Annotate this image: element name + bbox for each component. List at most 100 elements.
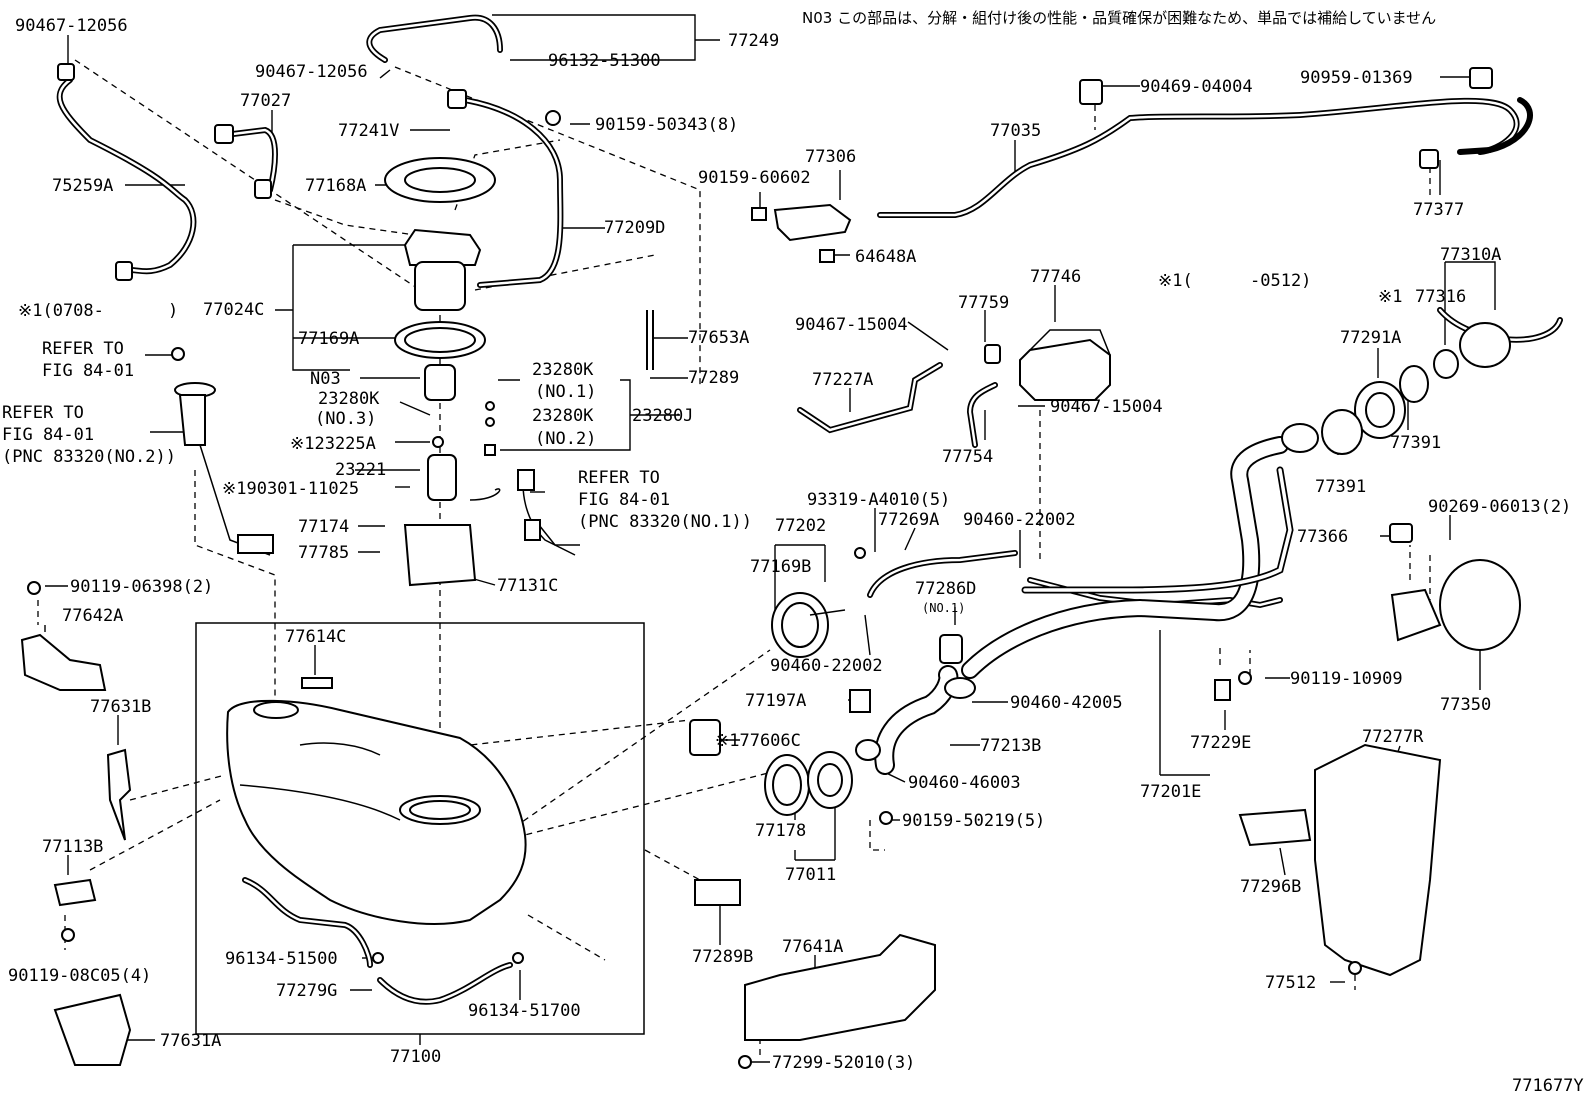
label-64648a: 64648A: [855, 247, 916, 267]
label-90159-60602: 90159-60602: [698, 168, 811, 188]
label-77209d: 77209D: [604, 218, 665, 238]
label-23280k-no1: 23280K: [532, 360, 594, 380]
label-note1-0512-start: ※1(: [1158, 271, 1193, 291]
label-23280k-no2: 23280K: [532, 406, 594, 426]
label-77213b: 77213B: [980, 736, 1041, 756]
label-77296b: 77296B: [1240, 877, 1301, 897]
label-77316-note-mark: ※1: [1378, 287, 1402, 307]
components: [20, 63, 1521, 1069]
refer-fig84-a-line2: FIG 84-01: [42, 361, 134, 381]
refer-fig84-b-line3: (PNC 83320(NO.2)): [2, 447, 176, 467]
label-77202: 77202: [775, 516, 826, 536]
label-77286d-qualifier: (NO.1): [922, 601, 965, 615]
dashed-leaders: [37, 59, 1431, 1060]
label-77035: 77035: [990, 121, 1041, 141]
label-77641a: 77641A: [782, 937, 843, 957]
label-77316: 77316: [1415, 287, 1466, 307]
label-77746: 77746: [1030, 267, 1081, 287]
label-note1-0708-start: ※1(0708-: [18, 301, 104, 321]
label-77291a: 77291A: [1340, 328, 1401, 348]
label-n03: N03: [310, 369, 341, 389]
label-23221: 23221: [335, 460, 386, 480]
label-77606c: ※177606C: [715, 731, 801, 751]
label-77131c: 77131C: [497, 576, 558, 596]
label-77785: 77785: [298, 543, 349, 563]
label-77169a: 77169A: [298, 329, 359, 349]
label-77269a: 77269A: [878, 510, 939, 530]
label-90460-22002: 90460-22002: [963, 510, 1076, 530]
label-23280k-no1-qualifier: (NO.1): [535, 382, 596, 402]
label-77631a: 77631A: [160, 1031, 221, 1051]
label-90119-10909: 90119-10909: [1290, 669, 1403, 689]
label-96134-51500: 96134-51500: [225, 949, 338, 969]
label-90959-01369: 90959-01369: [1300, 68, 1413, 88]
label-90460-22002-b: 90460-22002: [770, 656, 883, 676]
label-90159-50343: 90159-50343(8): [595, 115, 738, 135]
refer-fig84-c-line3: (PNC 83320(NO.1)): [578, 512, 752, 532]
label-77100: 77100: [390, 1047, 441, 1067]
label-77174: 77174: [298, 517, 349, 537]
label-23280k-no3-qualifier: (NO.3): [315, 409, 376, 429]
label-90467-12056: 90467-12056: [15, 16, 128, 36]
label-77178: 77178: [755, 821, 806, 841]
label-90460-42005: 90460-42005: [1010, 693, 1123, 713]
refer-fig84-c-line2: FIG 84-01: [578, 490, 670, 510]
label-90159-50219: 90159-50219(5): [902, 811, 1045, 831]
label-77229e: 77229E: [1190, 733, 1251, 753]
label-77279g: 77279G: [276, 981, 337, 1001]
label-23280j: 23280J: [632, 406, 693, 426]
label-77197a: 77197A: [745, 691, 806, 711]
label-77512: 77512: [1265, 973, 1316, 993]
label-90301-11025: ※190301-11025: [222, 479, 359, 499]
label-77299-52010: 77299-52010(3): [772, 1053, 915, 1073]
label-77286d: 77286D: [915, 579, 976, 599]
label-77377: 77377: [1413, 200, 1464, 220]
label-77169b: 77169B: [750, 557, 811, 577]
label-77391-a: 77391: [1390, 433, 1441, 453]
label-77350: 77350: [1440, 695, 1491, 715]
label-90119-08c05: 90119-08C05(4): [8, 966, 151, 986]
label-90469-04004: 90469-04004: [1140, 77, 1253, 97]
label-77310a: 77310A: [1440, 245, 1501, 265]
label-77168a: 77168A: [305, 176, 366, 196]
label-77391-b: 77391: [1315, 477, 1366, 497]
label-23225a: ※123225A: [290, 434, 376, 454]
label-77306: 77306: [805, 147, 856, 167]
label-77642a: 77642A: [62, 606, 123, 626]
diagram-id: 771677Y: [1512, 1076, 1584, 1096]
label-77366: 77366: [1297, 527, 1348, 547]
label-77277r: 77277R: [1362, 727, 1424, 747]
label-90269-06013: 90269-06013(2): [1428, 497, 1571, 517]
label-23280k-no2-qualifier: (NO.2): [535, 429, 596, 449]
label-77024c: 77024C: [203, 300, 264, 320]
label-90460-46003: 90460-46003: [908, 773, 1021, 793]
label-77027: 77027: [240, 91, 291, 111]
label-93319-a4010: 93319-A4010(5): [807, 490, 950, 510]
refer-fig84-b-line1: REFER TO: [2, 403, 84, 423]
label-75259a: 75259A: [52, 176, 113, 196]
refer-fig84-b-line2: FIG 84-01: [2, 425, 94, 445]
label-77614c: 77614C: [285, 627, 346, 647]
label-77289b: 77289B: [692, 947, 753, 967]
label-90467-12056-b: 90467-12056: [255, 62, 368, 82]
label-note1-0512-end: -0512): [1250, 271, 1311, 291]
n03-supply-note: N03 この部品は、分解・組付け後の性能・品質確保が困難なため、単品では補給して…: [802, 9, 1436, 27]
label-90467-15004-b: 90467-15004: [1050, 397, 1163, 417]
label-96134-51700: 96134-51700: [468, 1001, 581, 1021]
label-77241v: 77241V: [338, 121, 399, 141]
part-labels: 90467-12056 77249 96132-51300 90467-1205…: [2, 16, 1571, 1073]
label-77653a: 77653A: [688, 328, 749, 348]
label-96132-51300: 96132-51300: [548, 51, 661, 71]
label-77227a: 77227A: [812, 370, 873, 390]
label-77249: 77249: [728, 31, 779, 51]
label-77754: 77754: [942, 447, 993, 467]
label-77011: 77011: [785, 865, 836, 885]
label-23280k-no3: 23280K: [318, 389, 380, 409]
label-90119-06398: 90119-06398(2): [70, 577, 213, 597]
refer-fig84-c-line1: REFER TO: [578, 468, 660, 488]
label-77759: 77759: [958, 293, 1009, 313]
label-77289: 77289: [688, 368, 739, 388]
refer-fig84-a-line1: REFER TO: [42, 339, 124, 359]
label-77631b: 77631B: [90, 697, 151, 717]
